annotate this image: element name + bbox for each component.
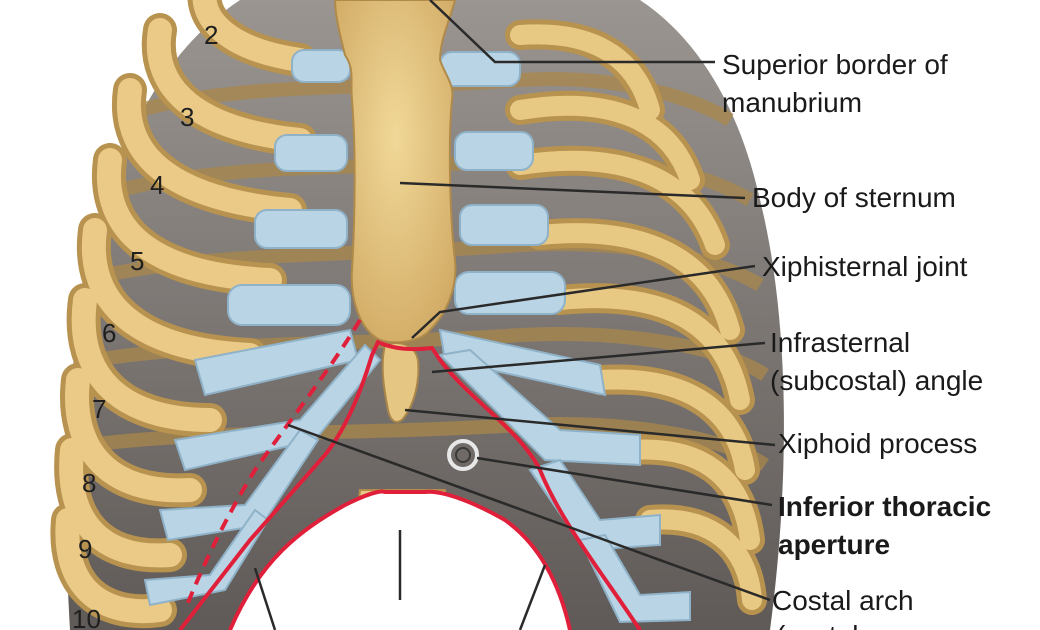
aperture-marker-icon: [447, 439, 479, 471]
rib-numbers: 2 3 4 5 6 7 8 9 10: [72, 20, 218, 630]
costal-arch-dashed-line: [183, 318, 362, 611]
rib-number-5: 5: [130, 246, 144, 276]
label-costal-arch-continuation: (costal: [776, 620, 858, 630]
rib-number-7: 7: [92, 394, 106, 424]
anterior-ribs-right: [505, 19, 767, 615]
rib-number-10: 10: [72, 604, 101, 630]
leader-lines: [253, 0, 776, 630]
sternum: [333, 0, 457, 344]
label-costal-arch: Costal arch: [772, 585, 914, 616]
rib-number-6: 6: [102, 318, 116, 348]
rib-number-8: 8: [82, 468, 96, 498]
label-inferior-thoracic-aperture: Inferior thoracic aperture: [778, 491, 992, 560]
rib-number-9: 9: [78, 534, 92, 564]
label-infrasternal-angle: Infrasternal (subcostal) angle: [770, 327, 984, 396]
rib-number-4: 4: [150, 170, 164, 200]
anterior-ribs-left: [50, 0, 317, 629]
label-body-of-sternum: Body of sternum: [752, 182, 956, 213]
costal-cartilages-right: [437, 51, 691, 624]
costal-cartilages-left: [143, 49, 382, 607]
rib-number-3: 3: [180, 102, 194, 132]
label-xiphoid-process: Xiphoid process: [778, 428, 978, 459]
label-xiphisternal-joint: Xiphisternal joint: [762, 251, 968, 282]
rib-number-2: 2: [204, 20, 218, 50]
label-superior-border-of-manubrium: Superior border of manubrium: [722, 49, 948, 118]
